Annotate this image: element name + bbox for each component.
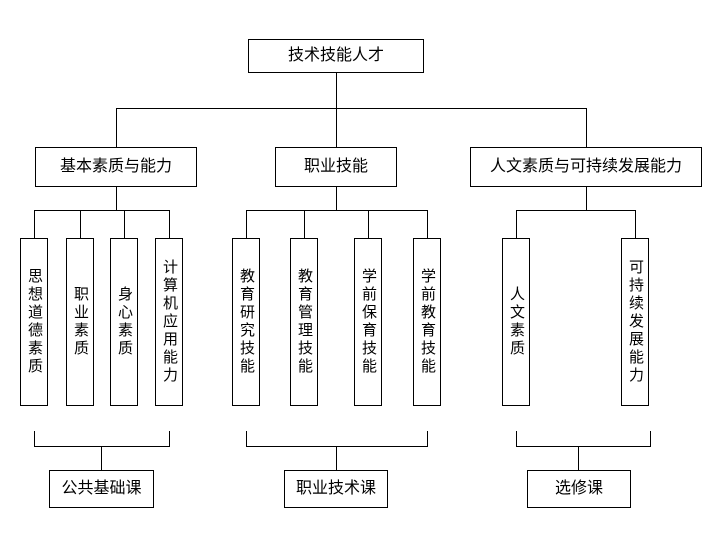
bracket-group2-stem [336, 446, 337, 470]
group1-skill-box-3: 身心素质 [110, 238, 138, 406]
bracket-group2-right [427, 431, 428, 446]
connector-group3-rail [516, 210, 636, 211]
bracket-group3-stem [578, 446, 579, 470]
group2-skill-box-4: 学前教育技能 [413, 238, 441, 406]
connector-group3-stem [586, 187, 587, 210]
group1-title-box: 基本素质与能力 [35, 147, 197, 187]
connector-drop-group3 [586, 108, 587, 147]
bracket-group3-right [650, 431, 651, 446]
group2-skill-box-2: 教育管理技能 [290, 238, 318, 406]
connector-group1-rail [34, 210, 170, 211]
connector-group1-stub1 [34, 210, 35, 238]
group1-skill-box-2: 职业素质 [66, 238, 94, 406]
bracket-group1-stem [101, 446, 102, 470]
connector-group3-stub2 [635, 210, 636, 238]
bracket-group3-rail [516, 446, 651, 447]
group1-skill-box-1: 思想道德素质 [20, 238, 48, 406]
bracket-group1-right [169, 431, 170, 446]
group2-course-box: 职业技术课 [284, 470, 388, 508]
group3-title-box: 人文素质与可持续发展能力 [470, 147, 702, 187]
bracket-group3-left [516, 431, 517, 446]
group2-skill-box-1: 教育研究技能 [232, 238, 260, 406]
connector-group2-stub3 [368, 210, 369, 238]
group1-course-box: 公共基础课 [49, 470, 154, 508]
connector-top-rail [116, 108, 587, 109]
connector-group2-stub4 [427, 210, 428, 238]
group1-skill-box-4: 计算机应用能力 [155, 238, 183, 406]
connector-drop-group1 [116, 108, 117, 147]
connector-root-stem [336, 73, 337, 108]
connector-group1-stub4 [169, 210, 170, 238]
group3-course-box: 选修课 [527, 470, 631, 508]
connector-group2-stub1 [246, 210, 247, 238]
group2-skill-box-3: 学前保育技能 [354, 238, 382, 406]
bracket-group1-left [34, 431, 35, 446]
group2-title-box: 职业技能 [275, 147, 397, 187]
root-box: 技术技能人才 [248, 39, 424, 73]
bracket-group2-left [246, 431, 247, 446]
connector-drop-group2 [336, 108, 337, 147]
group3-skill-box-1: 人文素质 [502, 238, 530, 406]
connector-group3-stub1 [516, 210, 517, 238]
connector-group2-stub2 [304, 210, 305, 238]
bracket-group1-rail [34, 446, 170, 447]
connector-group2-rail [246, 210, 428, 211]
connector-group1-stub2 [80, 210, 81, 238]
connector-group1-stub3 [124, 210, 125, 238]
bracket-group2-rail [246, 446, 428, 447]
connector-group2-stem [336, 187, 337, 210]
group3-skill-box-2: 可持续发展能力 [621, 238, 649, 406]
connector-group1-stem [116, 187, 117, 210]
